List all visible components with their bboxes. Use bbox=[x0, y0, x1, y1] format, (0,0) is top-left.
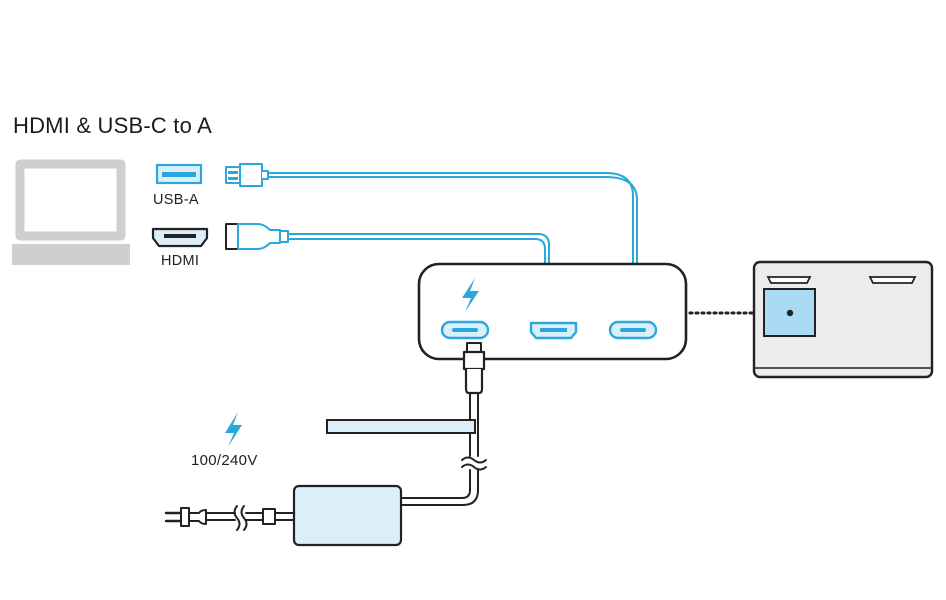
device-icon bbox=[752, 260, 934, 379]
diagram-title: HDMI & USB-C to A bbox=[13, 113, 212, 138]
voltage-label: 100/240V bbox=[191, 452, 258, 469]
hdmi-label: HDMI bbox=[161, 253, 200, 269]
usb-c-hub bbox=[417, 262, 688, 361]
lightning-icon bbox=[462, 278, 479, 312]
usb-a-port-icon bbox=[155, 163, 203, 185]
power-lightning-icon bbox=[225, 412, 242, 447]
desk-bar bbox=[326, 419, 476, 434]
hdmi-port-icon bbox=[151, 227, 209, 248]
wall-plug bbox=[164, 505, 295, 531]
power-adapter-icon bbox=[292, 484, 403, 547]
usb-a-label: USB-A bbox=[153, 192, 199, 208]
laptop-icon bbox=[12, 159, 130, 265]
